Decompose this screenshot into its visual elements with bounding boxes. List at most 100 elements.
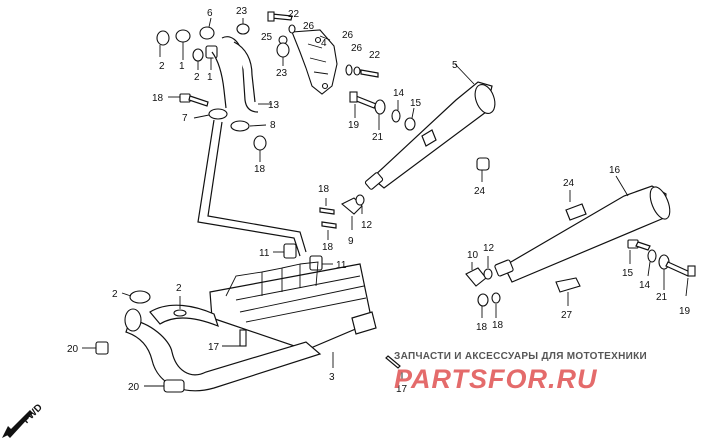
callout-labels: 2 1 6 2 1 23 22 26 25 23 4 26 26 22 18 1… [67, 6, 691, 395]
callout-13: 13 [268, 100, 280, 111]
callout-19-left: 19 [679, 306, 691, 317]
callout-3: 3 [329, 372, 335, 383]
watermark: ЗАПЧАСТИ И АКСЕССУАРЫ ДЛЯ МОТОТЕХНИКИ PA… [394, 351, 647, 394]
callout-6: 6 [207, 8, 213, 19]
callout-21-right: 21 [372, 132, 384, 143]
callout-18-left: 18 [254, 164, 266, 175]
callout-2-center: 2 [194, 72, 200, 83]
callout-17-bottom: 17 [396, 384, 408, 395]
part-clamp-10 [465, 262, 487, 287]
part-joint-1 [175, 29, 191, 60]
part-nut-23-mid [276, 42, 290, 66]
callout-12-right: 12 [361, 220, 373, 231]
part-bracket-27 [555, 277, 581, 306]
callout-23-mid: 23 [276, 68, 288, 79]
watermark-tagline: ЗАПЧАСТИ И АКСЕССУАРЫ ДЛЯ МОТОТЕХНИКИ [394, 351, 647, 362]
part-bracket-4 [291, 29, 338, 95]
callout-11-left: 11 [259, 248, 270, 259]
callout-20-left: 20 [67, 344, 79, 355]
part-washer-14-left [647, 249, 657, 277]
callout-16: 16 [609, 165, 621, 176]
callout-2-gasket: 2 [176, 283, 182, 294]
part-grommet-24-center [476, 157, 490, 182]
part-bolt-19-right [349, 91, 377, 118]
part-rubber-11-right [309, 255, 333, 271]
callout-18-upper: 18 [152, 93, 164, 104]
part-clamp-7 [193, 108, 228, 120]
callout-8: 8 [270, 120, 276, 131]
part-tube-13 [211, 36, 272, 113]
fwd-arrow: FWD [2, 402, 45, 438]
callout-4: 4 [321, 38, 327, 49]
part-grommet-18-left [253, 135, 267, 162]
part-muffler-5 [364, 63, 496, 190]
part-muffler-16 [494, 175, 671, 283]
callout-23-top: 23 [236, 6, 248, 17]
part-bolt-19-left [665, 261, 696, 297]
part-nut-15 [404, 107, 416, 131]
callout-2-joint-left: 2 [112, 289, 118, 300]
callout-7: 7 [182, 113, 188, 124]
part-bolt-18-upper [168, 93, 209, 107]
part-nut-23-top [236, 18, 250, 35]
callout-18-center-b: 18 [322, 242, 334, 253]
callout-5: 5 [452, 60, 458, 71]
callout-12-left: 12 [483, 243, 495, 254]
part-collar-21 [374, 99, 386, 130]
part-grommet-2-center [192, 48, 204, 70]
callout-10: 10 [467, 250, 479, 261]
callout-1-joint: 1 [179, 61, 185, 72]
part-hose-long [197, 119, 307, 257]
callout-15-left: 15 [622, 268, 634, 279]
callout-2-grommet: 2 [159, 61, 165, 72]
part-joint-2-left [121, 290, 151, 332]
callout-11-right: 11 [336, 260, 347, 271]
callout-18-left-b: 18 [492, 320, 504, 331]
callout-24-center: 24 [474, 186, 486, 197]
watermark-brand: PARTSFOR.RU [394, 364, 598, 394]
part-bolt-12-left [483, 256, 493, 280]
part-clamp-8 [230, 120, 267, 132]
part-bolt-12-right [355, 194, 365, 214]
part-grommet-2-left [156, 30, 170, 57]
callout-22-right: 22 [369, 50, 381, 61]
part-bolt-15-left [627, 239, 651, 264]
callout-9: 9 [348, 236, 354, 247]
part-bolt-17-center [222, 329, 247, 347]
callout-17-center: 17 [208, 342, 220, 353]
part-gasket-2-mid [173, 296, 187, 317]
part-bolt-18-left-lower [491, 292, 501, 318]
part-cap-20-left [82, 341, 109, 355]
callout-25: 25 [261, 32, 273, 43]
callout-24-right: 24 [563, 178, 575, 189]
part-bolt-18-center [319, 198, 335, 215]
callout-27: 27 [561, 310, 573, 321]
part-washer-26-top [288, 24, 296, 34]
callout-19-right: 19 [348, 120, 360, 131]
part-bolt-17-bottom [385, 355, 403, 380]
callout-22-top: 22 [288, 9, 300, 20]
part-collar-21-left [658, 254, 670, 290]
part-exhaust-pipe-3 [125, 261, 377, 393]
callout-15-right: 15 [410, 98, 422, 109]
callout-21-left: 21 [656, 292, 668, 303]
callout-14-left: 14 [639, 280, 651, 291]
callout-18-left-a: 18 [476, 322, 488, 333]
callout-1-center: 1 [207, 72, 213, 83]
callout-26-top: 26 [303, 21, 315, 32]
callout-18-center-a: 18 [318, 184, 330, 195]
fwd-label: FWD [21, 402, 45, 426]
part-rubber-11-left [273, 243, 297, 259]
callout-26-right-a: 26 [342, 30, 354, 41]
callout-20-bottom: 20 [128, 382, 140, 393]
part-washer-14 [391, 100, 401, 123]
part-bolt-18-center-lower [321, 221, 337, 240]
callout-26-right-b: 26 [351, 43, 363, 54]
callout-14-right: 14 [393, 88, 405, 99]
part-joint-6 [199, 17, 215, 40]
part-bolt-18-left-upper [477, 293, 489, 318]
part-washer-26-right [345, 64, 379, 78]
part-bolt-22-top [267, 11, 293, 22]
